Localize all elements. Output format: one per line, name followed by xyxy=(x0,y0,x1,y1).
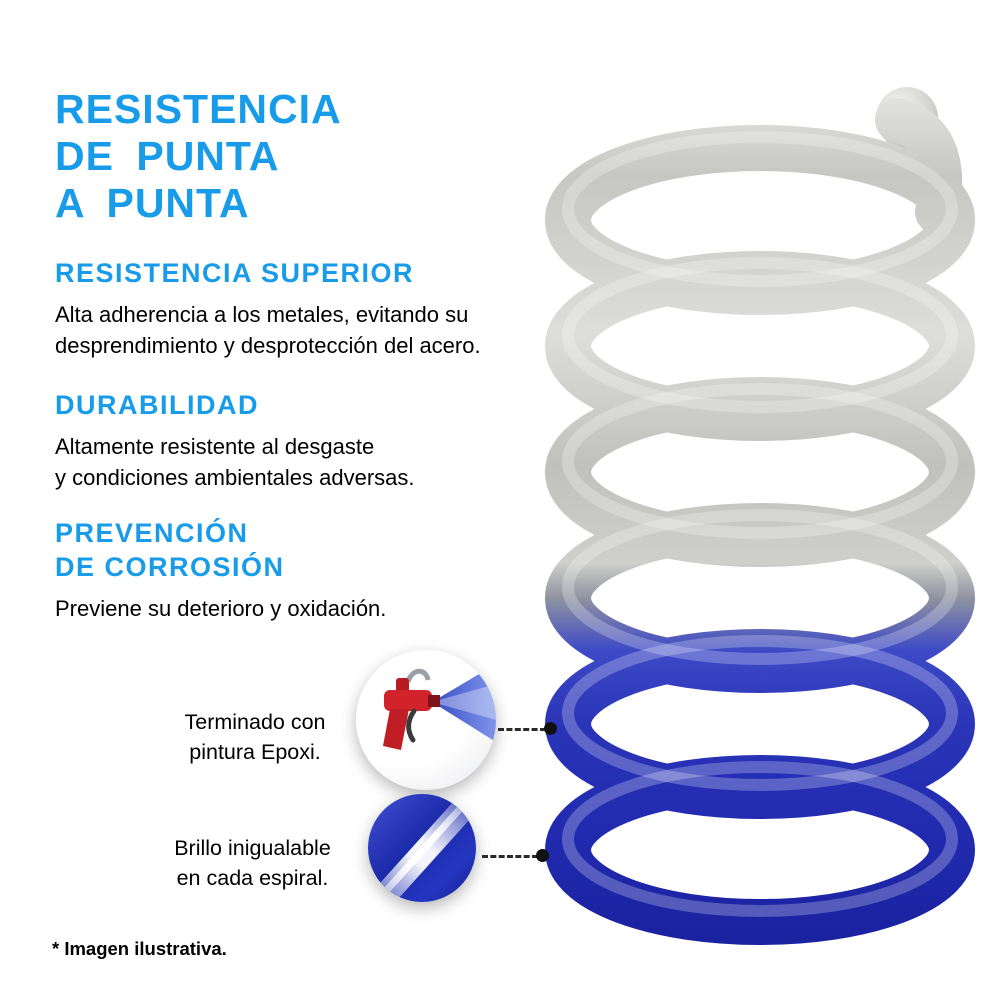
footnote: * Imagen ilustrativa. xyxy=(52,938,227,959)
callout-brillo-label: Brillo inigualable en cada espiral. xyxy=(150,833,355,893)
section-heading: RESISTENCIA SUPERIOR xyxy=(55,258,415,288)
section-body: Altamente resistente al desgaste y condi… xyxy=(55,431,415,493)
section-durabilidad: DURABILIDAD Altamente resistente al desg… xyxy=(55,388,415,493)
headline-line-2: DE PUNTA xyxy=(55,133,280,179)
coil-spring-illustration xyxy=(545,87,975,945)
headline-line-1: RESISTENCIA xyxy=(55,86,342,132)
callout-epoxi-connector-line xyxy=(498,728,546,731)
section-resistencia-superior: RESISTENCIA SUPERIOR Alta adherencia a l… xyxy=(55,256,481,361)
section-heading-line: DE CORROSIÓN xyxy=(55,552,285,582)
section-body-line: Alta adherencia a los metales, evitando … xyxy=(55,302,469,327)
section-body-line: Altamente resistente al desgaste xyxy=(55,434,375,459)
callout-epoxi-connector-dot xyxy=(544,722,557,735)
callout-brillo-connector-dot xyxy=(536,849,549,862)
section-body: Alta adherencia a los metales, evitando … xyxy=(55,299,481,361)
spring-coil xyxy=(545,755,975,945)
gloss-highlight-core xyxy=(368,794,476,902)
section-heading-line: PREVENCIÓN xyxy=(55,518,249,548)
callout-label-line: en cada espiral. xyxy=(176,866,329,890)
spray-gun-photo-circle xyxy=(356,650,496,790)
headline: RESISTENCIA DE PUNTA A PUNTA xyxy=(55,86,342,227)
callout-epoxi-label: Terminado con pintura Epoxi. xyxy=(155,707,355,767)
callout-label-line: pintura Epoxi. xyxy=(189,740,321,764)
section-heading: DURABILIDAD xyxy=(55,390,259,420)
section-body: Previene su deterioro y oxidación. xyxy=(55,593,386,624)
section-body-line: y condiciones ambientales adversas. xyxy=(55,465,415,490)
spray-gun-icon xyxy=(383,664,496,750)
section-body-line: Previene su deterioro y oxidación. xyxy=(55,596,387,621)
coil-shine-photo-circle xyxy=(368,794,476,902)
callout-label-line: Brillo inigualable xyxy=(174,836,331,860)
callout-brillo-connector-line xyxy=(482,855,538,858)
section-body-line: desprendimiento y desprotección del acer… xyxy=(55,333,481,358)
spray-cone xyxy=(432,664,496,742)
headline-line-3: A PUNTA xyxy=(55,180,250,226)
section-prevencion-corrosion: PREVENCIÓN DE CORROSIÓN Previene su dete… xyxy=(55,516,386,624)
callout-label-line: Terminado con xyxy=(184,710,326,734)
